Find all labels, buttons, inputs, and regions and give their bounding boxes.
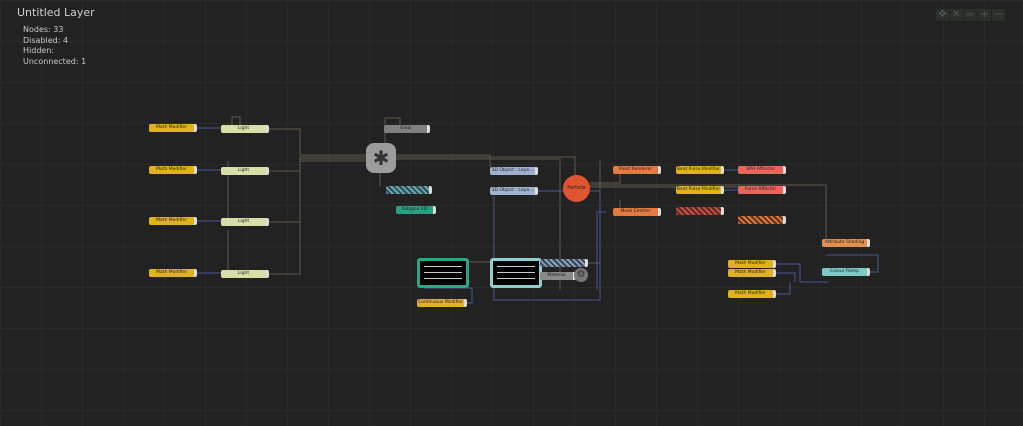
- sph-affector-node[interactable]: SPH Affector: [738, 166, 786, 174]
- math-modifier-node[interactable]: Math Modifier: [728, 269, 776, 277]
- view-toolbar: ✥ ✕ = + −: [936, 9, 1005, 21]
- zoom-out-icon[interactable]: −: [992, 9, 1005, 21]
- beat-pulse-modifier-node[interactable]: Beat Pulse Modifier: [676, 186, 724, 194]
- disabled-node[interactable]: [540, 259, 588, 267]
- 3d-object-node[interactable]: 3D Object : Laye...: [490, 167, 538, 175]
- force-affector-node[interactable]: Force Affector: [738, 186, 786, 194]
- video-node[interactable]: [417, 258, 469, 288]
- beat-pulse-modifier-node[interactable]: Beat Pulse Modifier: [676, 166, 724, 174]
- light-node[interactable]: Light: [221, 218, 269, 226]
- particle-root-node[interactable]: Particle: [563, 175, 590, 202]
- math-modifier-node[interactable]: Math Modifier: [728, 260, 776, 268]
- layer-title: Untitled Layer: [17, 6, 95, 19]
- layer-stats: Nodes: 33 Disabled: 4 Hidden: Unconnecte…: [23, 25, 86, 67]
- video-node[interactable]: [490, 258, 542, 288]
- point-renderer-node[interactable]: Point Renderer: [613, 166, 661, 174]
- polygon-2d-node[interactable]: Polygon 2D: [396, 206, 436, 214]
- attribute-shading-node[interactable]: Attribute Shading: [822, 239, 870, 247]
- glow-node[interactable]: Glow: [384, 125, 430, 133]
- disabled-node[interactable]: [738, 216, 786, 224]
- light-node[interactable]: Light: [221, 167, 269, 175]
- math-modifier-node[interactable]: Math Modifier: [728, 290, 776, 298]
- math-modifier-node[interactable]: Math Modifier: [149, 269, 197, 277]
- colour-ramp-node[interactable]: Colour Ramp: [822, 268, 870, 276]
- zoom-in-icon[interactable]: +: [978, 9, 991, 21]
- stat-hidden: Hidden:: [23, 46, 55, 55]
- fit-icon[interactable]: ✥: [936, 9, 949, 21]
- stat-disabled: Disabled: 4: [23, 35, 69, 45]
- light-node[interactable]: Light: [221, 270, 269, 278]
- stat-unconnected: Unconnected: 1: [23, 56, 87, 66]
- 3d-object-node[interactable]: 3D Object : Laye...: [490, 187, 538, 195]
- material-node[interactable]: Material: [540, 272, 576, 280]
- continuous-modifier-node[interactable]: Continuous Modifier: [417, 299, 467, 307]
- equal-icon[interactable]: =: [964, 9, 977, 21]
- disabled-node[interactable]: [386, 186, 432, 194]
- gear-icon: ⚙: [574, 268, 588, 282]
- math-modifier-node[interactable]: Math Modifier: [149, 166, 197, 174]
- mesh-emitter-node[interactable]: Mesh Emitter: [613, 208, 661, 216]
- math-modifier-node[interactable]: Math Modifier: [149, 124, 197, 132]
- stat-nodes: Nodes: 33: [23, 25, 64, 34]
- expand-icon[interactable]: ✕: [950, 9, 963, 21]
- light-node[interactable]: Light: [221, 125, 269, 133]
- root-gear-icon[interactable]: ✱: [366, 143, 396, 173]
- math-modifier-node[interactable]: Math Modifier: [149, 217, 197, 225]
- disabled-node[interactable]: [676, 207, 724, 215]
